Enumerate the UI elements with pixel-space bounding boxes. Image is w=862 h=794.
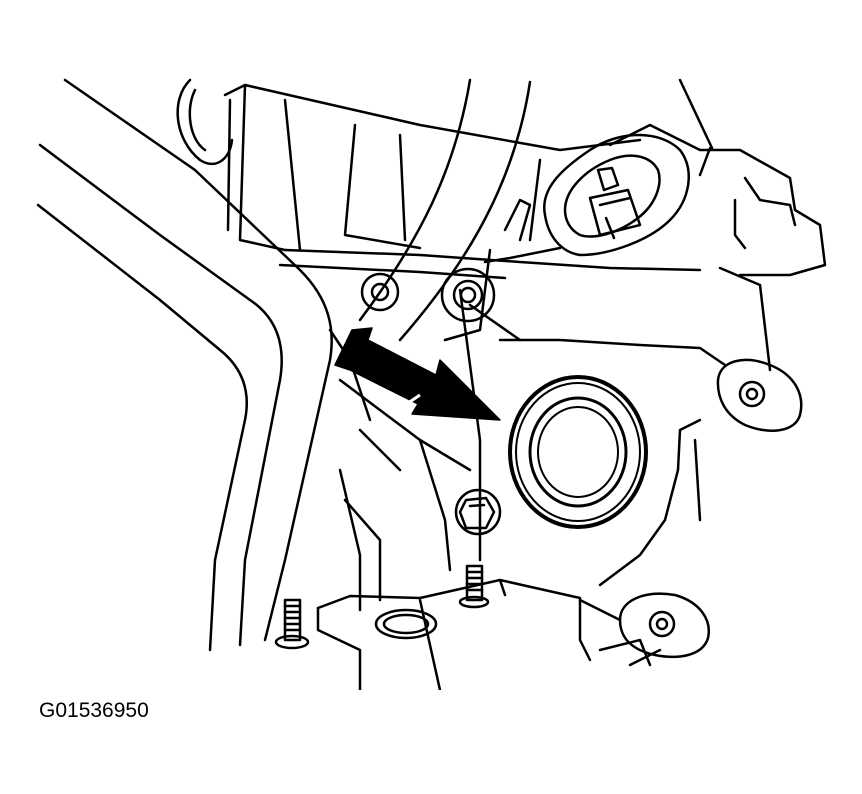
figure-id-label: G01536950	[39, 699, 149, 722]
engine-block-outline	[176, 78, 827, 667]
coolant-hose	[36, 78, 333, 652]
upper-pipe	[358, 78, 532, 342]
arrow-icon	[334, 327, 501, 421]
sensor-housing	[443, 133, 690, 342]
right-mount-ear-upper	[716, 358, 803, 432]
lower-bracket	[316, 578, 592, 690]
stud-left	[274, 598, 310, 650]
engine-front-cover-diagram	[36, 78, 827, 690]
mounting-bosses	[360, 267, 496, 323]
right-mount-ear-lower	[618, 592, 710, 659]
hex-bolt	[454, 488, 502, 536]
crankshaft-front-seal	[508, 375, 648, 529]
